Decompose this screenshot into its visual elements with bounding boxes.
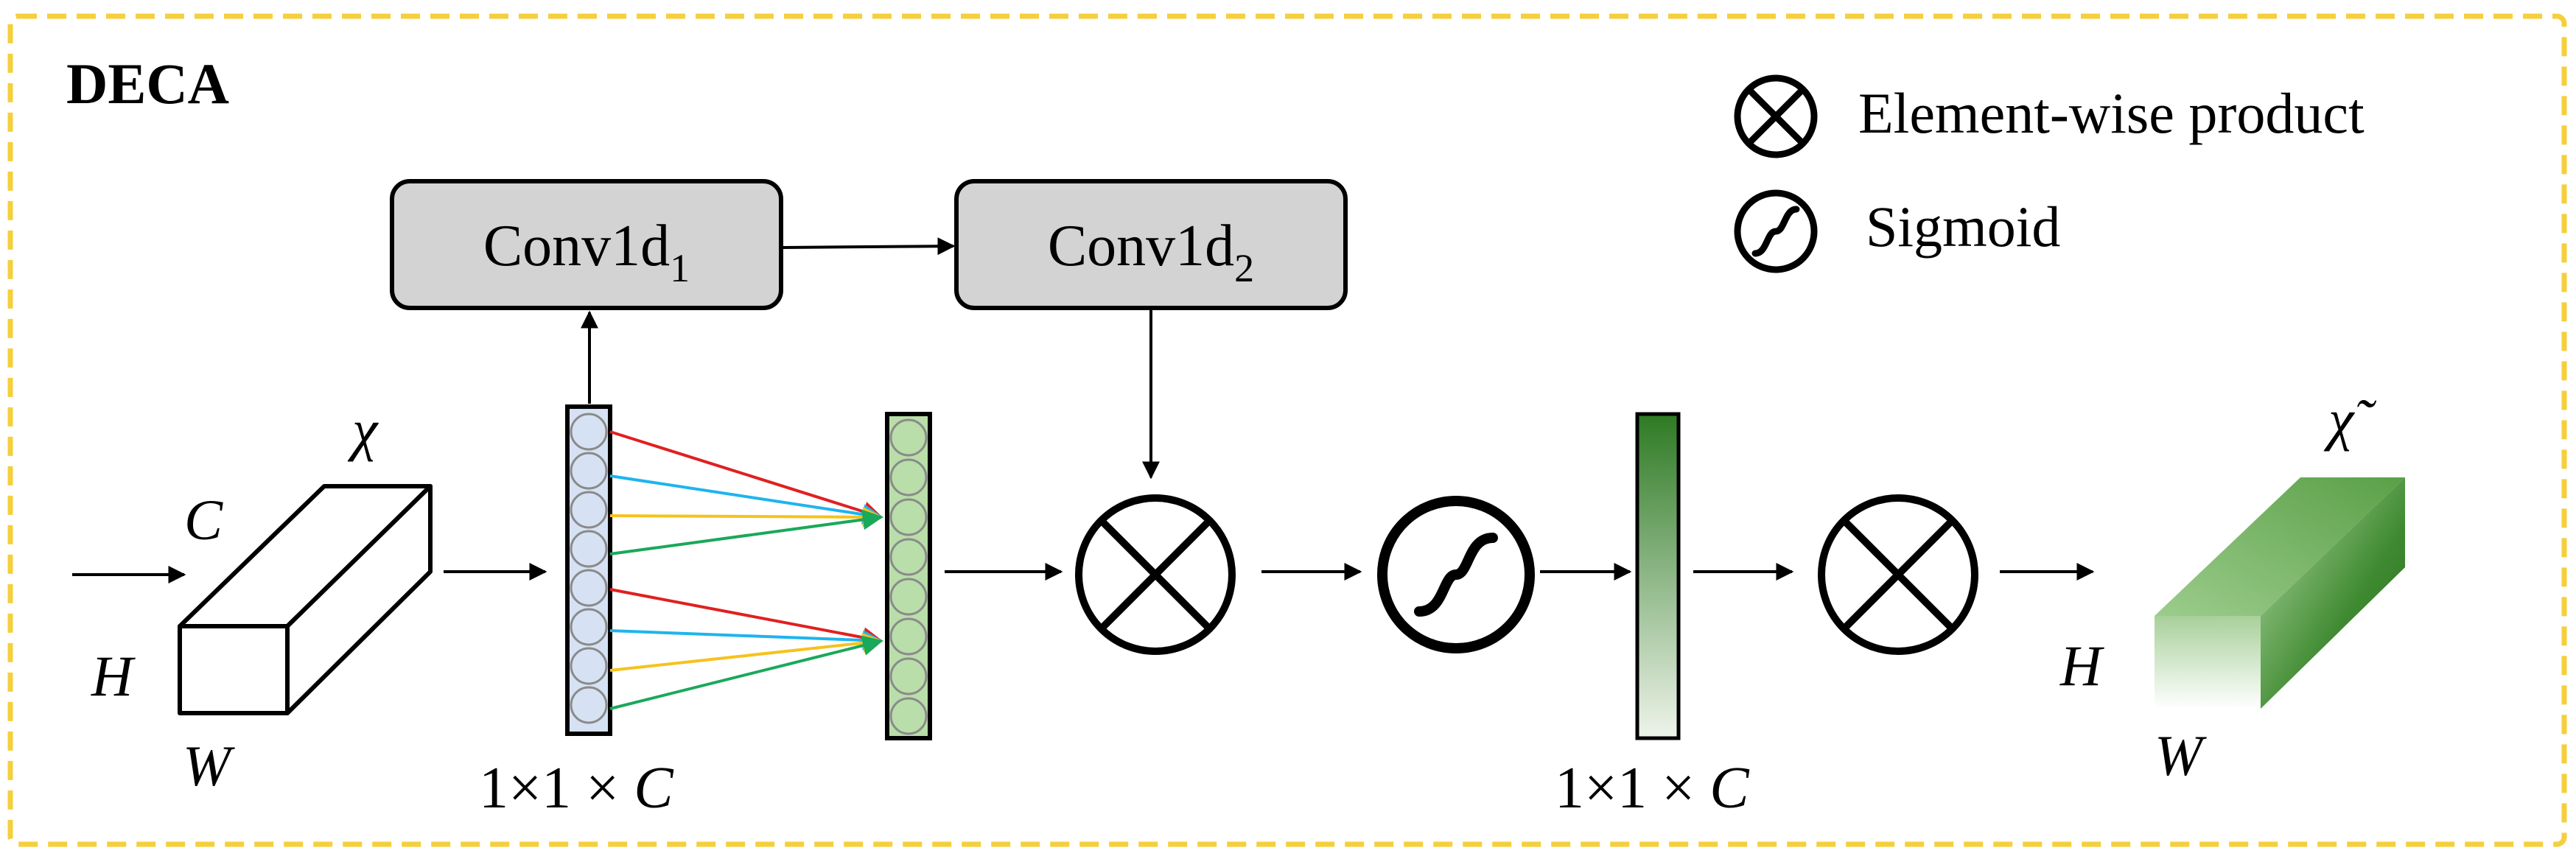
channel-node-green [889,657,928,695]
input-w-label: W [183,734,235,798]
channel-node-blue [570,569,608,607]
product-legend-icon [1734,74,1818,158]
product-icon-1 [1075,494,1236,655]
input-tensor-cuboid [178,484,433,715]
channel-node-blue [570,647,608,685]
legend: Element-wise product Sigmoid [1734,74,2365,273]
dashed-border [7,13,2567,847]
conv-arrow-red-1 [609,430,883,522]
product-icon-2 [1818,494,1978,655]
conv1d-1-label: Conv1d1 [483,214,690,290]
output-h-label: H [2059,634,2104,698]
input-tensor-symbol: χ [347,398,379,462]
output-tensor-cuboid [2155,477,2405,709]
conv1d-2-box: Conv1d2 [954,179,1348,310]
output-w-label: W [2155,723,2207,788]
conv1d-1-box: Conv1d1 [390,179,783,310]
conv-connection-arrows [609,430,883,710]
channel-node-blue [570,452,608,490]
vector-dims-left: 1×1 × C [479,756,674,821]
product-legend-label: Element-wise product [1858,81,2365,145]
arrow-conv1-to-conv2 [782,237,956,256]
channel-node-green [889,458,928,497]
input-c-label: C [184,488,223,552]
attention-weight-bar [1635,412,1681,740]
sigmoid-legend-label: Sigmoid [1866,194,2060,259]
conv-arrow-green-2 [609,635,883,710]
channel-node-blue [570,608,608,646]
channel-node-blue [570,413,608,451]
channel-node-green [889,498,928,536]
output-tensor-symbol: χ̃ [2323,388,2376,452]
channel-node-green [889,617,928,656]
channel-node-green [889,697,928,735]
channel-node-blue [570,530,608,568]
sigmoid-legend-icon [1734,189,1818,273]
input-h-label: H [91,644,136,708]
channel-vector-blue [565,404,612,736]
sigmoid-icon [1377,496,1535,653]
channel-node-green [889,418,928,457]
conv-arrow-yellow-1 [609,506,883,527]
conv-arrow-green-1 [609,509,883,555]
channel-node-green [889,538,928,576]
channel-node-blue [570,491,608,529]
channel-node-green [889,578,928,616]
conv-arrow-blue-1 [609,474,883,525]
conv1d-2-label: Conv1d2 [1048,214,1254,290]
conv-arrow-blue-2 [609,629,883,651]
channel-node-blue [570,686,608,724]
channel-vector-green [885,412,932,740]
conv-arrow-yellow-2 [609,632,883,672]
conv-arrow-red-2 [609,588,883,648]
diagram-title: DECA [66,52,229,116]
vector-dims-right: 1×1 × C [1555,756,1750,821]
